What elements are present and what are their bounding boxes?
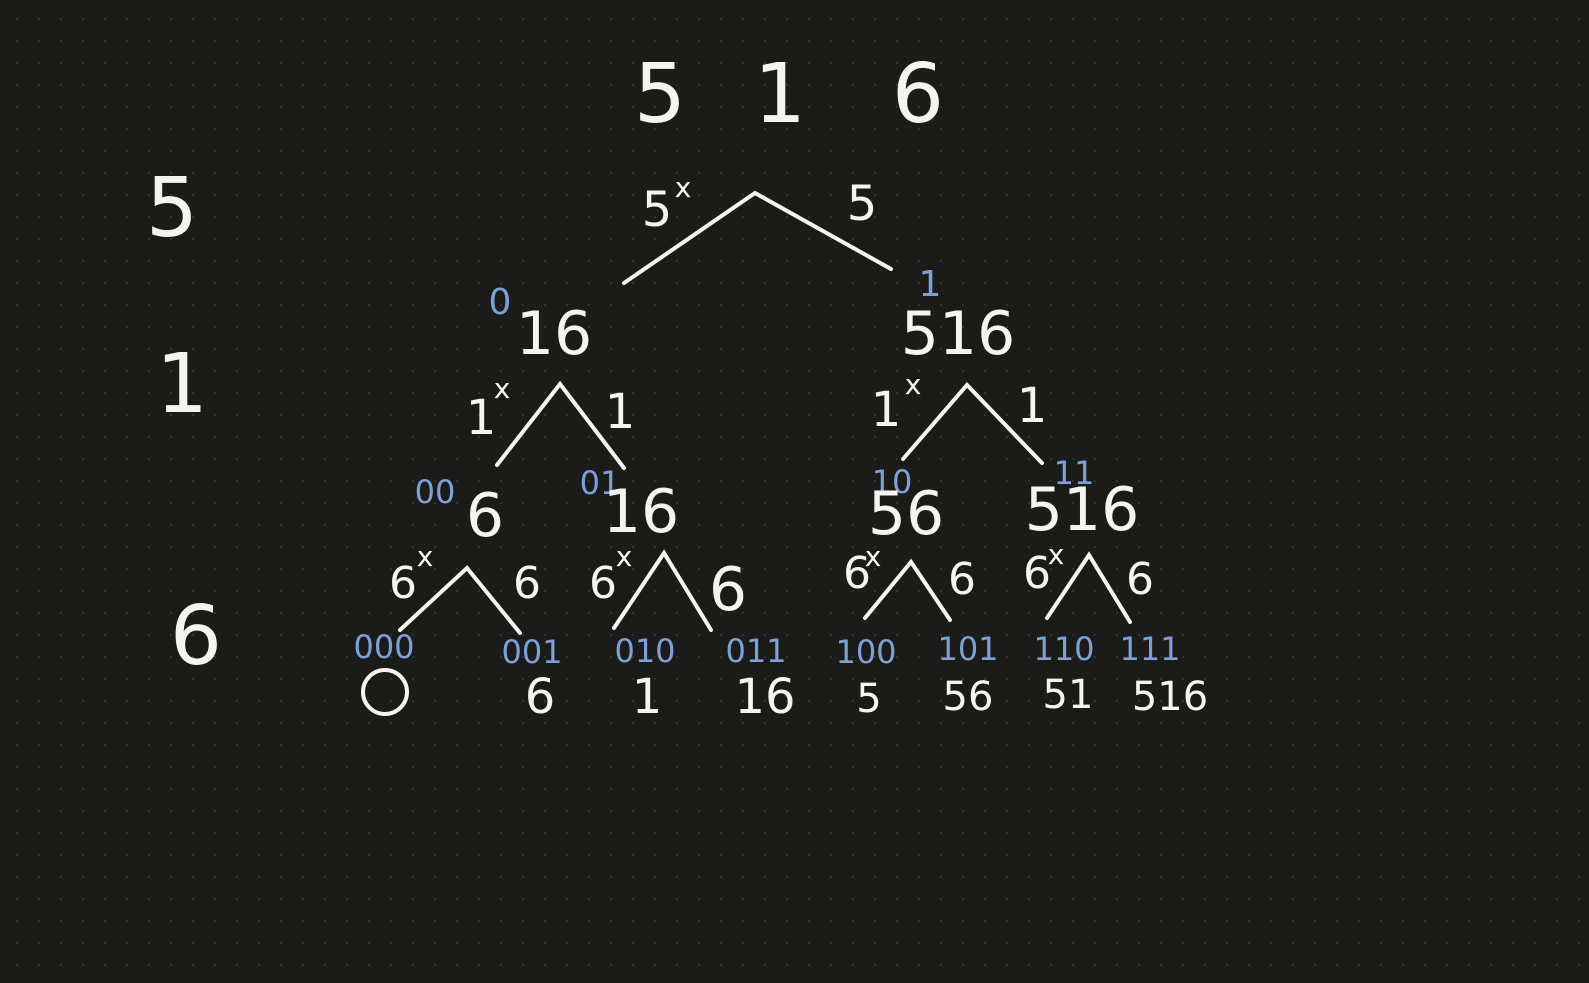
node-16b-left-label: 6 <box>589 558 617 609</box>
node-value-16: 16 <box>516 299 592 369</box>
node-value-6: 6 <box>466 481 504 551</box>
leaf-code-111: 111 <box>1119 630 1180 668</box>
leaf-value-111: 516 <box>1132 674 1208 720</box>
leaf-value-101: 56 <box>943 674 994 720</box>
node-516-left-mark: x <box>905 368 922 401</box>
node-value-516: 516 <box>901 299 1016 369</box>
leaf-value-011: 16 <box>734 669 795 725</box>
node-16-left-label: 1 <box>466 390 497 446</box>
node-516b-left-label: 6 <box>1023 548 1051 599</box>
leaf-code-101: 101 <box>937 630 998 668</box>
node-value-16b: 16 <box>603 477 679 547</box>
node-56-left-mark: x <box>865 540 882 573</box>
node-6-branch <box>398 565 522 635</box>
leaf-value-001: 6 <box>525 669 556 725</box>
row-label-6: 6 <box>170 589 222 684</box>
leaf-value-110: 51 <box>1043 672 1094 718</box>
row-label-5: 5 <box>146 161 198 256</box>
leaf-value-100: 5 <box>856 676 881 722</box>
node-16b-branch <box>612 549 713 632</box>
leaf-value-010: 1 <box>632 669 663 725</box>
node-code-1: 1 <box>919 264 942 305</box>
root-left-label: 5 <box>642 182 673 238</box>
leaf-code-010: 010 <box>614 632 675 670</box>
node-16-branch <box>495 380 626 470</box>
node-code-00: 00 <box>415 473 456 511</box>
node-16b-right-label: 6 <box>709 555 747 625</box>
node-516b-left-mark: x <box>1048 538 1065 571</box>
header-digit-6: 6 <box>892 47 944 142</box>
node-16-left-mark: x <box>494 372 511 405</box>
root-left-mark: x <box>675 171 692 204</box>
node-value-516b: 516 <box>1025 475 1140 545</box>
header-digit-1: 1 <box>754 47 806 142</box>
header-digit-5: 5 <box>634 47 686 142</box>
leaf-code-000: 000 <box>353 628 414 666</box>
node-code-10: 10 <box>872 463 913 501</box>
node-code-11: 11 <box>1054 454 1095 492</box>
node-code-0: 0 <box>489 282 512 323</box>
root-branch <box>622 190 893 285</box>
node-6-left-mark: x <box>417 540 434 573</box>
leaf-code-011: 011 <box>725 632 786 670</box>
node-value-56: 56 <box>868 479 944 549</box>
node-code-01: 01 <box>580 464 621 502</box>
leaf-code-100: 100 <box>835 633 896 671</box>
node-56-left-label: 6 <box>843 548 871 599</box>
node-516-left-label: 1 <box>871 382 902 438</box>
node-516-branch <box>901 382 1044 465</box>
leaf-code-001: 001 <box>501 633 562 671</box>
empty-set-circle <box>361 668 409 716</box>
node-56-branch <box>863 558 952 622</box>
node-6-right-label: 6 <box>513 558 541 609</box>
node-56-right-label: 6 <box>948 554 976 605</box>
node-16-right-label: 1 <box>605 384 636 440</box>
node-516-right-label: 1 <box>1017 378 1048 434</box>
node-6-left-label: 6 <box>389 558 417 609</box>
leaf-code-110: 110 <box>1033 630 1094 668</box>
node-516b-right-label: 6 <box>1126 554 1154 605</box>
node-16b-left-mark: x <box>616 540 633 573</box>
root-right-label: 5 <box>847 176 878 232</box>
row-label-1: 1 <box>156 337 208 432</box>
node-516b-branch <box>1045 551 1132 624</box>
